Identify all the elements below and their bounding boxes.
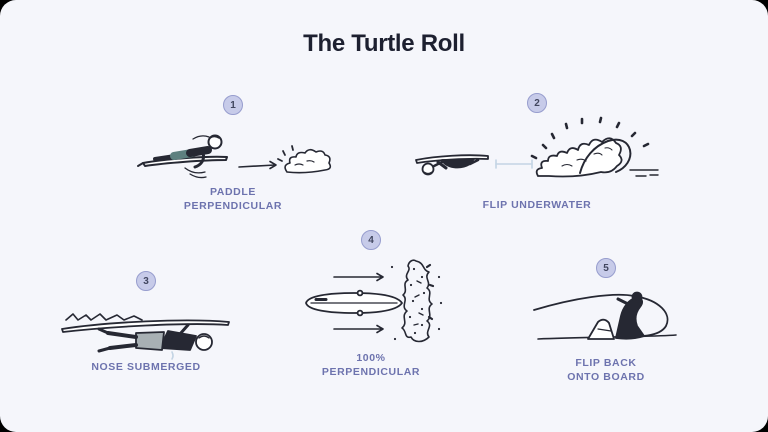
step-1-number-badge: 1 [223,95,243,115]
step-4-number: 4 [368,234,374,246]
step-4-number-badge: 4 [361,230,381,250]
step-5-number-badge: 5 [596,258,616,278]
step-2-number-badge: 2 [527,93,547,113]
step-2-number: 2 [534,97,540,109]
surfer-paddling-toward-wave-illustration [137,134,332,179]
step-3-number-badge: 3 [136,271,156,291]
step-4-100-perpendicular: 4 100% PERPENDICULAR [296,230,446,379]
step-1-number: 1 [230,99,236,111]
surfer-hanging-under-board-nose-submerged-illustration [61,313,230,360]
page-title: The Turtle Roll [303,30,465,57]
step-3-label: NOSE SUBMERGED [91,361,201,373]
step-3-nose-submerged: 3 NOSE SUBMERGED [55,271,237,374]
step-2-label: FLIP UNDERWATER [482,199,592,211]
surfboard-top-view-perpendicular-to-whitewater-illustration [305,259,443,343]
step-1-paddle-perpendicular: 1 [128,95,338,213]
surfer-flipped-under-board-before-breaking-wave-illustration [415,116,659,178]
step-3-number: 3 [143,275,149,287]
step-5-number: 5 [603,262,609,274]
step-1-label: PADDLE PERPENDICULAR [183,186,283,213]
step-5-label: FLIP BACK ONTO BOARD [567,357,645,384]
step-2-flip-underwater: 2 FLIP [412,93,662,212]
surfer-flipping-back-onto-board-illustration [533,291,677,340]
step-4-label: 100% PERPENDICULAR [321,352,421,379]
step-5-flip-back-onto-board: 5 FLIP BACK ONTO BOARD [530,258,682,384]
